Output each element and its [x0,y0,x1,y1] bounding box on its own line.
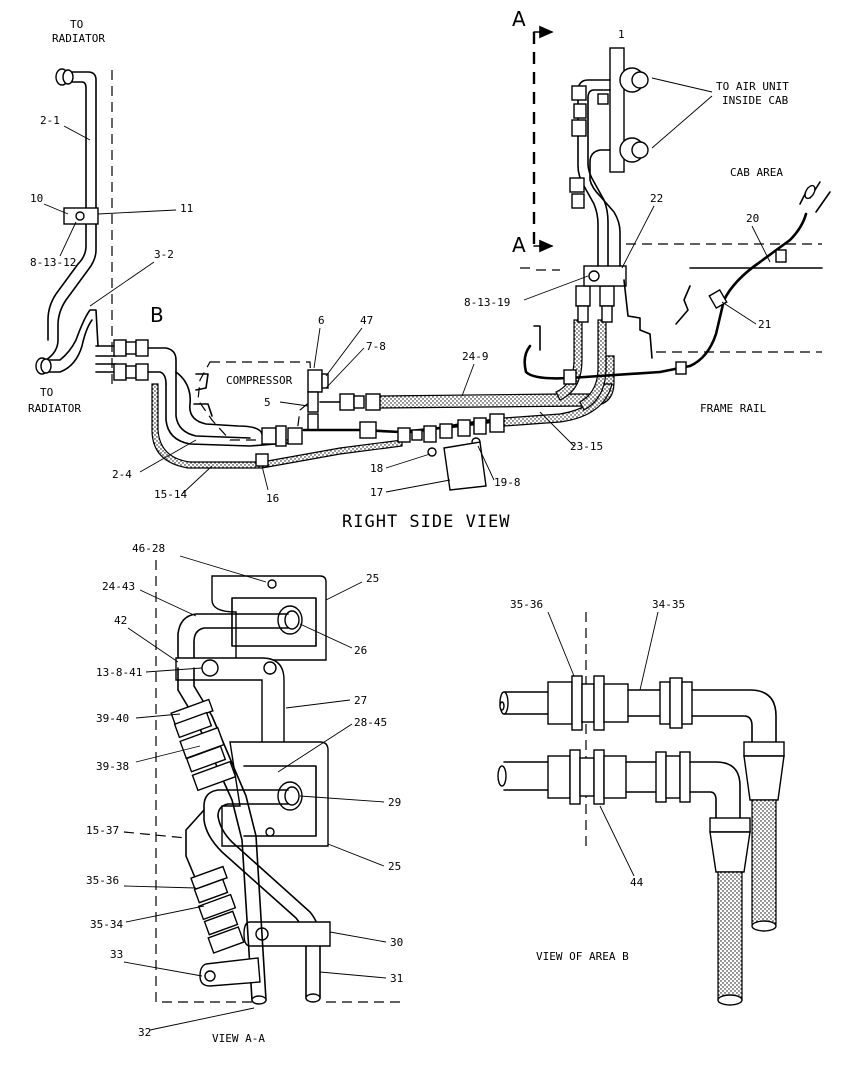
radiator-tube-lower [35,309,117,375]
callout-31: 31 [390,972,403,985]
callout-34-35: 34-35 [652,598,685,611]
callout-35-36-b: 35-36 [510,598,543,611]
callout-46-28: 46-28 [132,542,165,555]
callout-33: 33 [110,948,123,961]
right-side-view [35,25,831,491]
title-right-side-view: RIGHT SIDE VIEW [342,512,511,532]
callout-21: 21 [758,318,771,331]
callout-35-34: 35-34 [90,918,123,931]
callout-23-15: 23-15 [570,440,603,453]
clamp-33 [199,957,261,987]
title-view-a-a: VIEW A-A [212,1032,265,1045]
bracket-17 [443,441,487,491]
callout-5: 5 [264,396,271,409]
note-to-radiator-top-1: TO [70,18,83,31]
lower-fittings [397,383,613,491]
frame-rail [520,243,823,353]
callout-19-8: 19-8 [494,476,521,489]
callout-25-lower: 25 [388,860,401,873]
note-compressor: COMPRESSOR [226,374,293,387]
hose-fitting-b-upper [743,741,785,757]
callout-15-37: 15-37 [86,824,119,837]
bracket-25-upper [211,575,327,661]
callout-20: 20 [746,212,759,225]
callout-7-8: 7-8 [366,340,386,353]
callout-47: 47 [360,314,373,327]
callout-44: 44 [630,876,644,889]
callout-18: 18 [370,462,383,475]
view-a-a: 46-28 24-43 25 42 26 13-8-41 27 39-40 28… [86,542,403,1045]
callout-29: 29 [388,796,401,809]
view-area-b: 35-36 34-35 44 VIEW OF AREA B [497,598,785,1006]
section-a-line [532,25,554,253]
note-to-air-unit-2: INSIDE CAB [722,94,789,107]
callout-25-upper: 25 [366,572,379,585]
hose-2-4 [165,371,301,447]
compressor-fittings [261,369,329,447]
callout-22: 22 [650,192,663,205]
callout-2-1: 2-1 [40,114,60,127]
note-to-air-unit-1: TO AIR UNIT [716,80,789,93]
callout-13-8-41: 13-8-41 [96,666,142,679]
callout-6: 6 [318,314,325,327]
section-a-bottom-letter: A [512,233,526,257]
hose-23-15 [555,265,627,411]
section-a-top-letter: A [512,7,526,31]
line-20 [523,181,831,385]
callout-10: 10 [30,192,43,205]
hose-fitting-b-lower [709,817,751,833]
callout-17: 17 [370,486,383,499]
area-b-letter: B [150,303,164,327]
callout-32: 32 [138,1026,151,1039]
callout-39-40: 39-40 [96,712,129,725]
callout-1: 1 [618,28,625,41]
callout-30: 30 [390,936,403,949]
radiator-tube-upper [45,68,99,361]
callout-16: 16 [266,492,279,505]
note-to-radiator-bottom-1: TO [40,386,53,399]
callout-42: 42 [114,614,127,627]
note-to-radiator-top-2: RADIATOR [52,32,105,45]
callout-26: 26 [354,644,367,657]
bracket-25-lower [221,741,329,847]
callout-27: 27 [354,694,367,707]
right-side-labels: TO RADIATOR TO RADIATOR TO AIR UNIT INSI… [28,7,789,532]
note-frame-rail: FRAME RAIL [700,402,767,415]
clamp-16 [255,453,269,467]
note-to-radiator-bottom-2: RADIATOR [28,402,81,415]
area-b-fittings [113,339,177,385]
callout-2-4: 2-4 [112,468,132,481]
callout-8-13-19: 8-13-19 [464,296,510,309]
callout-15-14: 15-14 [154,488,187,501]
callout-11: 11 [180,202,193,215]
callout-28-45: 28-45 [354,716,387,729]
callout-3-2: 3-2 [154,248,174,261]
title-view-area-b: VIEW OF AREA B [536,950,629,963]
note-cab-area: CAB AREA [730,166,783,179]
air-unit-assembly [569,47,649,267]
callout-35-36-a: 35-36 [86,874,119,887]
callout-24-43: 24-43 [102,580,135,593]
callout-8-13-12: 8-13-12 [30,256,76,269]
callout-24-9: 24-9 [462,350,489,363]
callout-39-38: 39-38 [96,760,129,773]
